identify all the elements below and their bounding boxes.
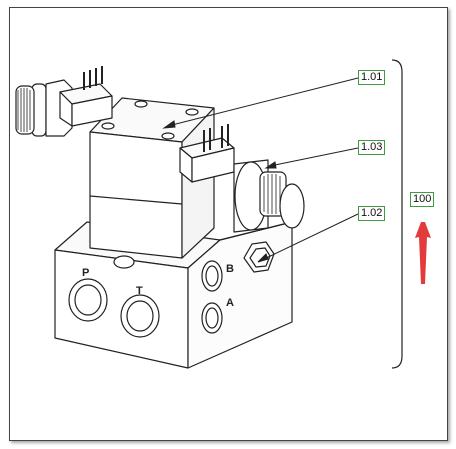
ports <box>68 255 223 338</box>
leader-1-03 <box>269 147 359 167</box>
leader-1-02 <box>261 213 359 261</box>
callout-1-03: 1.03 <box>358 140 386 155</box>
port-label-b: B <box>226 263 234 275</box>
callout-100: 100 <box>410 192 435 207</box>
leader-1-01 <box>167 77 359 127</box>
callout-1-02: 1.02 <box>358 206 386 221</box>
right-solenoid <box>179 124 305 233</box>
valve-body <box>89 97 215 259</box>
port-label-p: P <box>82 267 89 279</box>
assembly-bracket <box>391 59 403 369</box>
hex-plug <box>243 241 275 273</box>
callout-1-01: 1.01 <box>358 70 386 85</box>
left-solenoid <box>15 66 113 137</box>
port-label-a: A <box>226 297 234 309</box>
port-label-t: T <box>136 285 143 297</box>
red-arrow <box>415 222 431 284</box>
